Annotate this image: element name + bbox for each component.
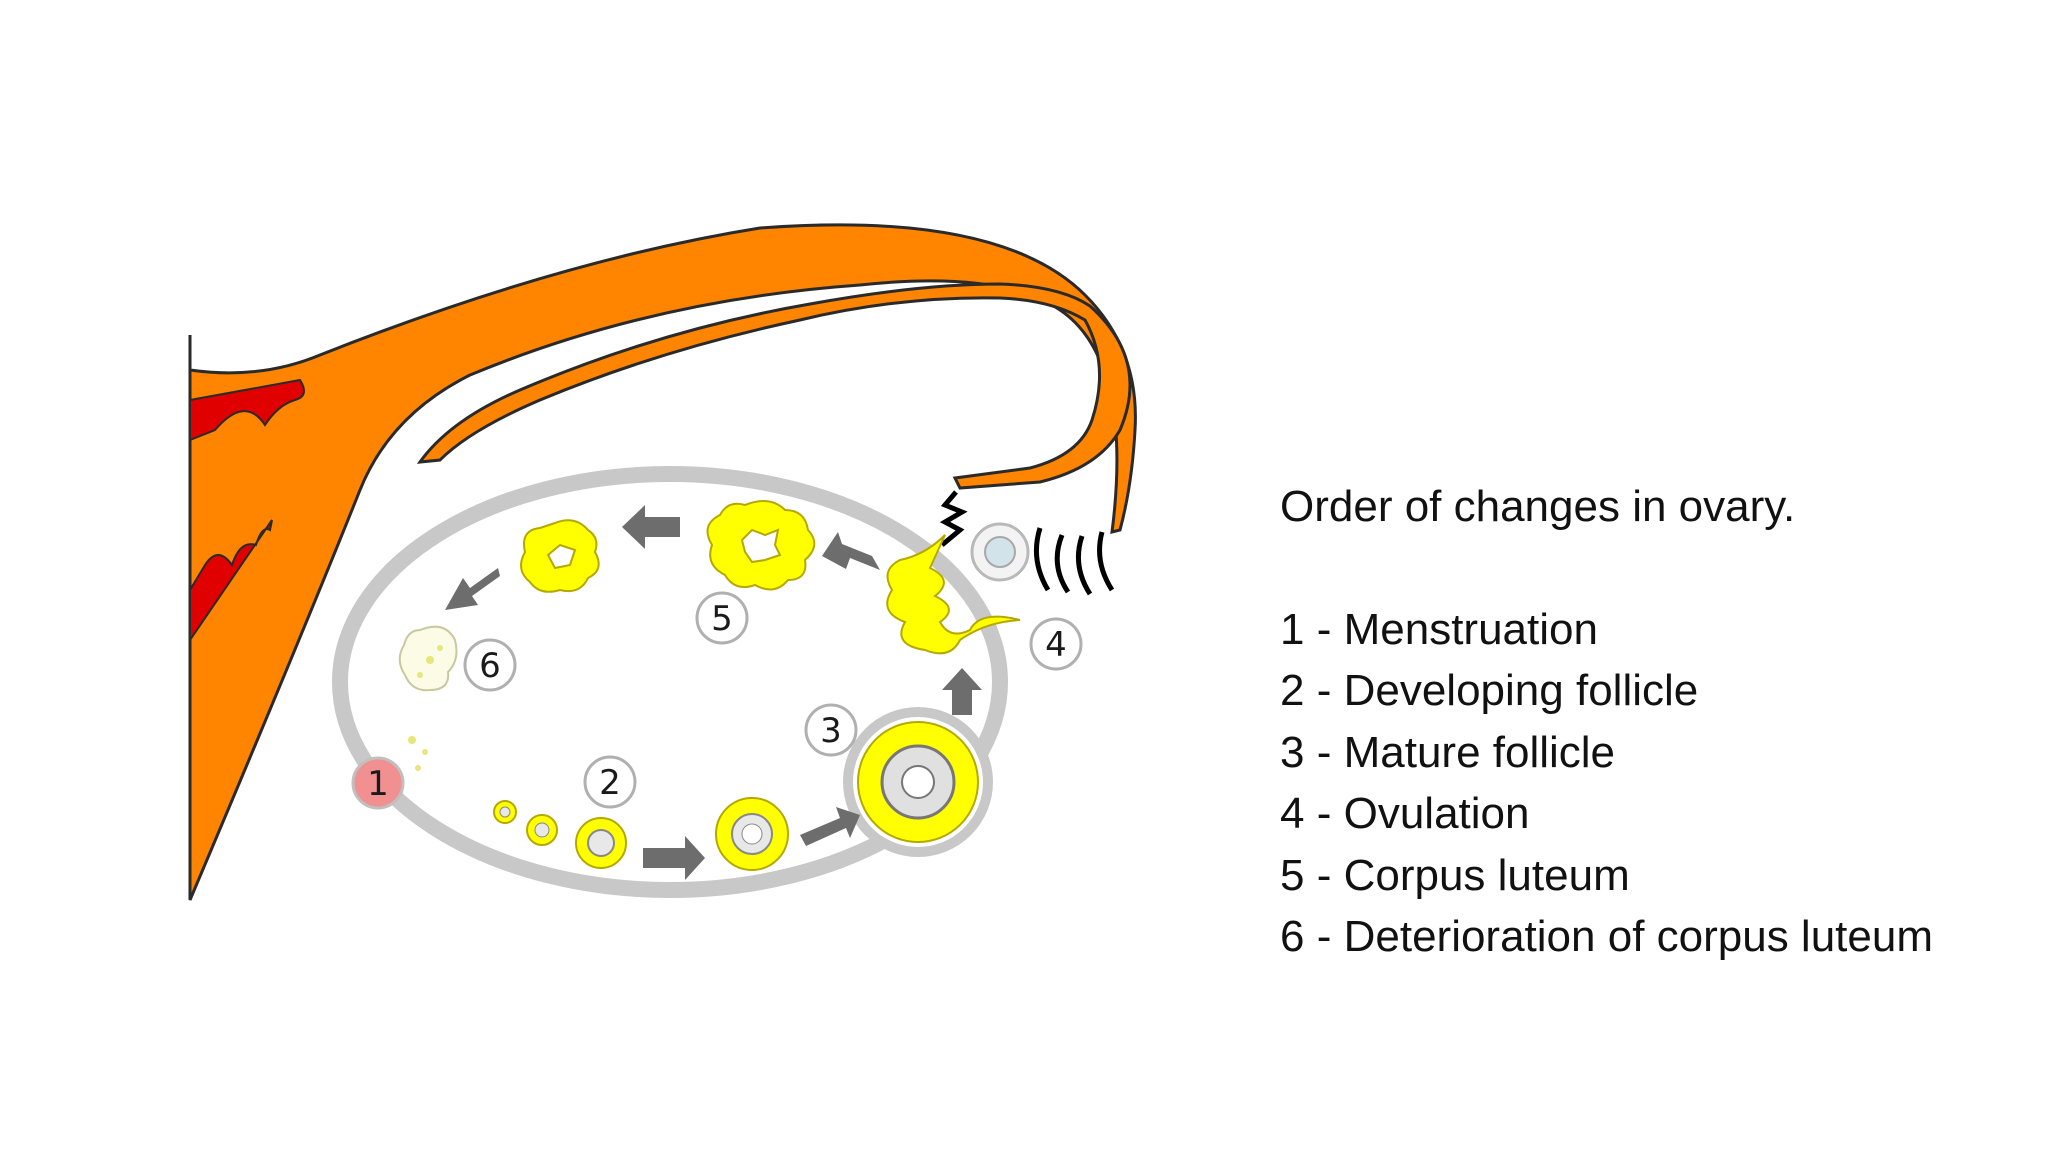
arrow-2-to-2 [643,836,705,880]
stage-marker-label: 5 [711,599,733,639]
endometrium-upper [189,378,305,442]
legend-item-text: Ovulation [1343,789,1530,838]
legend-item-corpus-luteum: 5 - Corpus luteum [1280,850,1630,900]
legend-item-text: Corpus luteum [1343,850,1630,900]
fimbriae-upper [939,490,1115,596]
stage-marker-5: 5 [695,591,749,645]
stage-marker-1: 1 [351,756,405,810]
legend: Order of changes in ovary. 1 - Menstruat… [1280,476,1933,968]
legend-item-text: Mature follicle [1343,727,1616,777]
legend-item-number: 1 [1280,604,1305,654]
stage-marker-3: 3 [804,703,858,757]
legend-item-text: Menstruation [1343,604,1598,654]
released-egg [970,522,1030,582]
stage-marker-label: 1 [367,764,389,804]
arrow-5-to-5 [622,505,680,549]
corpus-luteum-deteriorating [520,519,600,593]
stage-marker-label: 2 [599,763,621,803]
mature-follicle [857,721,979,843]
ovary-wall [332,466,1008,898]
cycle-arrows [445,505,982,880]
legend-item-text: Deterioration of corpus luteum [1343,912,1933,961]
legend-item-deterioration: 6 - Deterioration of corpus luteum [1280,912,1933,961]
legend-item-menstruation: 1 - Menstruation [1280,604,1598,654]
arrow-4-to-5 [822,532,880,570]
stage-marker-label: 4 [1045,625,1067,665]
arrow-2-to-3 [800,807,860,846]
corpus-albicans [398,625,458,771]
legend-item-number: 3 [1280,727,1305,777]
endometrium-lower [189,519,273,644]
stage-marker-4: 4 [1029,617,1083,671]
stage-marker-6: 6 [463,638,517,692]
fallopian-tube-inner [416,282,1132,490]
legend-item-ovulation: 4 - Ovulation [1280,789,1530,838]
legend-item-number: 4 [1280,789,1305,838]
legend-item-mature-follicle: 3 - Mature follicle [1280,727,1616,777]
developing-follicles [493,797,789,871]
stage-marker-2: 2 [583,755,637,809]
ruptured-follicle [886,534,1021,655]
arrow-5-to-6 [445,568,500,610]
ovarian-cycle-diagram: 1 2 3 4 5 6 [188,223,1137,901]
legend-title: Order of changes in ovary. [1280,482,1796,531]
legend-item-number: 2 [1280,666,1305,715]
legend-item-number: 5 [1280,850,1305,900]
fallopian-tube [188,223,1137,901]
stage-marker-label: 3 [820,711,842,751]
corpus-luteum [706,500,816,591]
legend-item-text: Developing follicle [1343,666,1699,715]
legend-item-developing-follicle: 2 - Developing follicle [1280,666,1699,715]
legend-item-number: 6 [1280,912,1305,961]
arrow-3-to-4 [942,668,982,715]
stage-marker-label: 6 [479,646,501,686]
